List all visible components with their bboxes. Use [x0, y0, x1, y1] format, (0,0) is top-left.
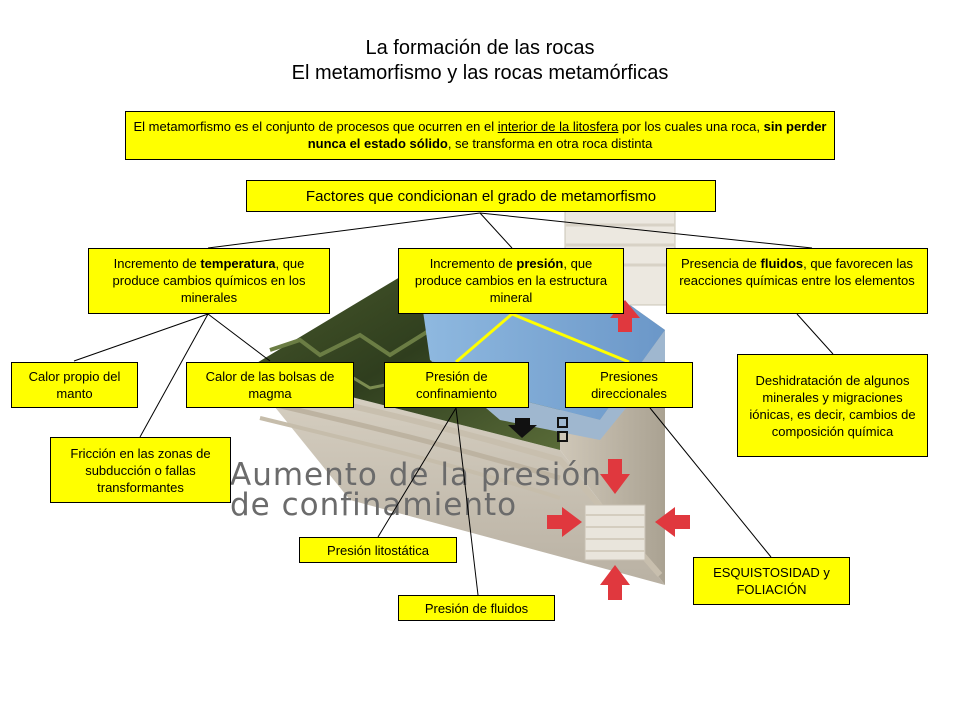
- factors-header-box: Factores que condicionan el grado de met…: [246, 180, 716, 212]
- factor-pressure-pre: Incremento de: [429, 256, 517, 271]
- factor-temperature-bold: temperatura: [200, 256, 276, 271]
- factor-fluids-pre: Presencia de: [681, 256, 761, 271]
- fluid-pressure-box: Presión de fluidos: [398, 595, 555, 621]
- fluid-pressure-text: Presión de fluidos: [424, 600, 529, 616]
- factor-fluids-post: , que favorecen las reacciones químicas …: [679, 256, 915, 288]
- definition-underlined: interior de la litosfera: [497, 119, 619, 134]
- red-arrow-right-icon: [547, 507, 582, 537]
- lithostatic-pressure-text: Presión litostática: [327, 542, 429, 558]
- photo-caption-line2: de confinamiento: [230, 487, 518, 523]
- factor-temperature-box: Incremento de temperatura, que produce c…: [88, 248, 330, 314]
- factor-pressure-post: , que produce cambios en la estructura m…: [414, 256, 608, 305]
- page-title-line2: El metamorfismo y las rocas metamórficas: [291, 62, 669, 84]
- heat-magma-text: Calor de las bolsas de magma: [205, 369, 335, 401]
- factors-header-text: Factores que condicionan el grado de met…: [305, 187, 657, 205]
- heat-mantle-box: Calor propio del manto: [11, 362, 138, 408]
- definition-box: El metamorfismo es el conjunto de proces…: [125, 111, 835, 160]
- red-arrow-down-icon: [600, 459, 630, 494]
- factor-fluids-box: Presencia de fluidos, que favorecen las …: [666, 248, 928, 314]
- confining-pressure-box: Presión de confinamiento: [384, 362, 529, 408]
- dehydration-text: Deshidratación de algunos minerales y mi…: [749, 372, 916, 439]
- lithostatic-pressure-box: Presión litostática: [299, 537, 457, 563]
- factor-pressure-box: Incremento de presión, que produce cambi…: [398, 248, 624, 314]
- factor-pressure-bold: presión: [516, 256, 564, 271]
- confining-pressure-text: Presión de confinamiento: [416, 369, 497, 401]
- friction-box: Fricción en las zonas de subducción o fa…: [50, 437, 231, 503]
- schistosity-text: ESQUISTOSIDAD y FOLIACIÓN: [713, 565, 830, 597]
- definition-text-3: , se transforma en otra roca distinta: [447, 136, 653, 151]
- definition-text-1: El metamorfismo es el conjunto de proces…: [133, 119, 498, 134]
- friction-text: Fricción en las zonas de subducción o fa…: [70, 445, 211, 495]
- schistosity-box: ESQUISTOSIDAD y FOLIACIÓN: [693, 557, 850, 605]
- definition-bold: sin perder nunca el estado sólido: [307, 119, 827, 151]
- red-arrow-up-icon: [600, 565, 630, 600]
- factor-temperature-post: , que produce cambios químicos en los mi…: [112, 256, 306, 305]
- definition-text-2: por los cuales una roca,: [618, 119, 764, 134]
- dehydration-box: Deshidratación de algunos minerales y mi…: [737, 354, 928, 457]
- heat-mantle-text: Calor propio del manto: [28, 369, 121, 401]
- page-title-line1: La formación de las rocas: [365, 37, 595, 59]
- heat-magma-box: Calor de las bolsas de magma: [186, 362, 354, 408]
- black-arrow-down-icon: [508, 418, 537, 438]
- factor-fluids-bold: fluidos: [760, 256, 804, 271]
- directional-pressure-text: Presiones direccionales: [591, 369, 667, 401]
- directional-pressure-box: Presiones direccionales: [565, 362, 693, 408]
- factor-temperature-pre: Incremento de: [113, 256, 201, 271]
